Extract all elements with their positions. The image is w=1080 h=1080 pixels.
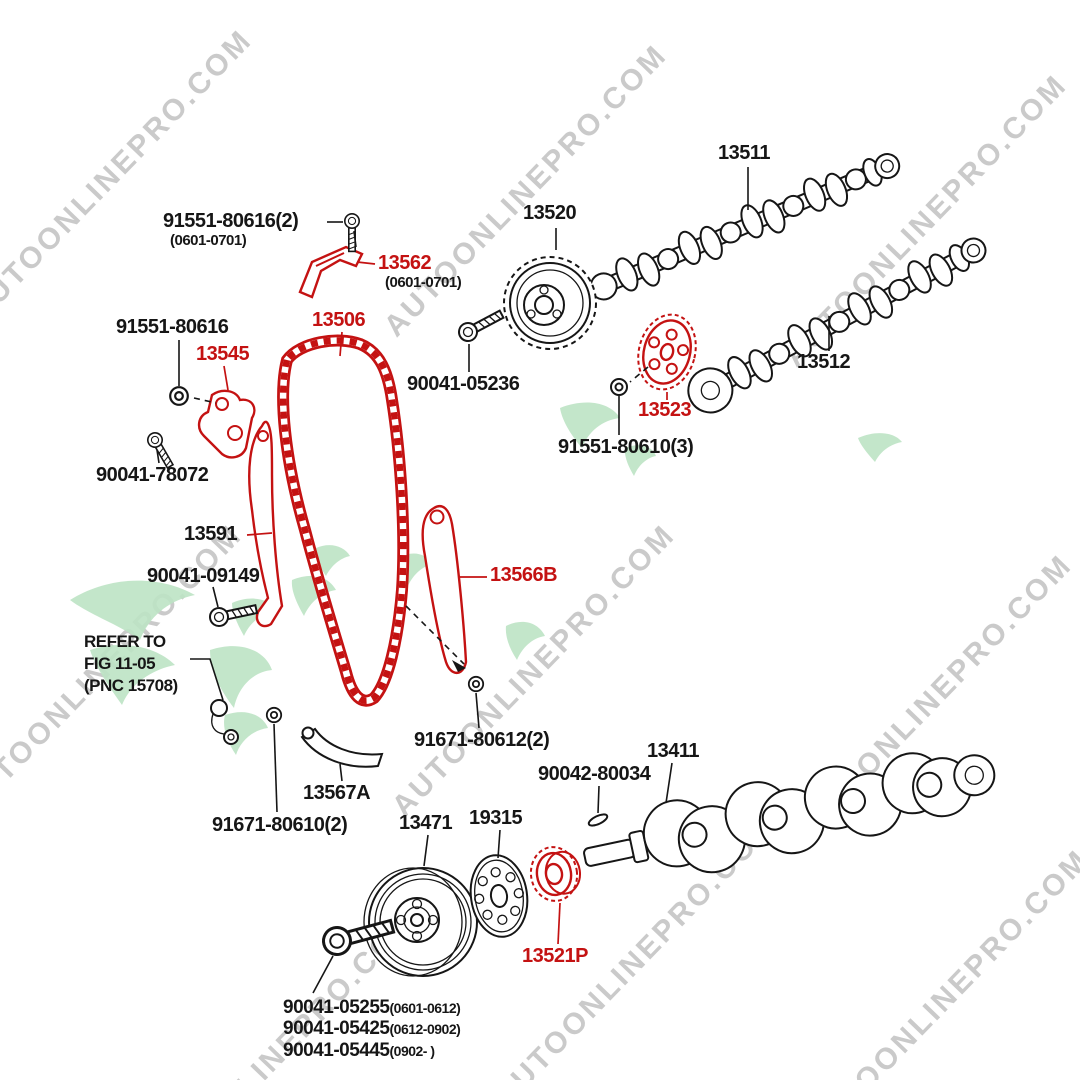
nut-91671-80612-2-drawing	[467, 675, 485, 693]
part-number: 90041-05445	[283, 1039, 390, 1061]
part-label-13523: 13523	[638, 399, 692, 422]
refer-note-line: (PNC 15708)	[84, 676, 178, 696]
part-label-90042-80034: 90042-80034	[538, 763, 651, 786]
part-number: 13591	[184, 523, 238, 545]
bolt-90041-05236-drawing	[454, 305, 507, 346]
leader-lines	[156, 167, 830, 994]
timing-chain-13506-drawing	[283, 341, 403, 701]
part-number: 13523	[638, 399, 692, 421]
part-label-13521P: 13521P	[522, 945, 588, 968]
oil-nozzle-drawing	[210, 699, 239, 745]
part-label-91551-80616: 91551-80616	[116, 316, 229, 339]
part-number: 91551-80610(3)	[558, 436, 694, 458]
part-label-91551-80610-3: 91551-80610(3)	[558, 436, 694, 459]
date-range: (0601-0701)	[170, 231, 247, 249]
part-label-13566B: 13566B	[490, 564, 558, 587]
crankshaft-key-90042-80034-drawing	[587, 813, 609, 827]
part-label-13471: 13471	[399, 812, 453, 835]
part-number: 90042-80034	[538, 763, 651, 785]
bolt-row-2: 90041-05425(0612-0902)	[283, 1018, 461, 1040]
part-number: 90041-78072	[96, 464, 209, 486]
bolt-91551-80616-drawing	[169, 386, 189, 406]
part-number: 13521P	[522, 945, 588, 967]
part-number: 13512	[797, 351, 851, 373]
part-number: 13511	[718, 142, 771, 164]
date-range: (0601-0612)	[389, 1000, 461, 1016]
date-range: (0601-0701)	[385, 273, 462, 291]
part-label-91671-80612-2: 91671-80612(2)	[414, 729, 550, 752]
part-label-91551-80616-2: 91551-80616(2) (0601-0701)	[163, 210, 299, 249]
part-label-13511: 13511	[718, 142, 771, 165]
nut-91671-80610-2-drawing	[265, 706, 283, 724]
part-number: 13545	[196, 343, 250, 365]
bracket-13562-drawing	[298, 245, 364, 299]
camshaft-intake-13511-drawing	[589, 153, 901, 301]
crankshaft-13411-drawing	[583, 752, 996, 874]
part-label-13545: 13545	[196, 343, 250, 366]
cam-sprocket-13523-drawing	[637, 313, 697, 391]
refer-note: REFER TO FIG 11-05 (PNC 15708)	[84, 631, 178, 697]
part-number: 91551-80616	[116, 316, 229, 338]
crankshaft-pulley-13471-drawing	[363, 867, 478, 977]
chain-tensioner-13545-drawing	[197, 389, 256, 459]
part-number: 13566B	[490, 564, 558, 586]
part-number: 91671-80610(2)	[212, 814, 348, 836]
crank-sprocket-13521P-drawing	[529, 846, 581, 902]
part-label-19315: 19315	[469, 807, 523, 830]
bolt-row-3: 90041-05445(0902- )	[283, 1040, 460, 1061]
part-label-13591: 13591	[184, 523, 238, 546]
part-label-13506: 13506	[312, 309, 366, 332]
chain-tensioner-slipper-13566B-drawing	[421, 504, 468, 675]
part-label-13562: 13562 (0601-0701)	[378, 252, 462, 291]
part-number: 90041-05255	[283, 997, 390, 1018]
part-number: 13520	[523, 202, 577, 224]
part-label-13411: 13411	[647, 740, 700, 763]
part-label-90041-05236: 90041-05236	[407, 373, 520, 396]
part-number: 90041-05236	[407, 373, 520, 395]
part-label-90041-09149: 90041-09149	[147, 565, 260, 588]
timing-gear-plate-19315-drawing	[469, 854, 529, 938]
nut-91551-80610-3-drawing	[610, 378, 628, 396]
bolt-row-1: 90041-05255(0601-0612)	[283, 997, 461, 1018]
part-number: 13567A	[303, 782, 371, 804]
crank-pulley-bolt-labels: 90041-05255(0601-0612) 90041-05425(0612-…	[283, 997, 461, 1061]
part-number: 13506	[312, 309, 366, 331]
part-label-13512: 13512	[797, 351, 851, 374]
part-label-91671-80610-2: 91671-80610(2)	[212, 814, 348, 837]
date-range: (0612-0902)	[389, 1021, 461, 1038]
part-label-13520: 13520	[523, 202, 577, 225]
refer-note-line: FIG 11-05	[84, 654, 156, 674]
bolt-91551-80616-2-drawing	[343, 213, 361, 253]
date-range: (0902- )	[389, 1042, 436, 1059]
part-number: 13411	[647, 740, 700, 762]
camshaft-timing-pulley-13520-drawing	[503, 256, 597, 350]
part-number: 19315	[469, 807, 523, 829]
part-label-13567A: 13567A	[303, 782, 371, 805]
part-label-90041-78072: 90041-78072	[96, 464, 209, 487]
refer-note-line: REFER TO	[84, 632, 166, 651]
camshaft-exhaust-13512-drawing	[687, 237, 987, 414]
chain-guide-13567A-drawing	[300, 726, 384, 768]
part-number: 90041-05425	[283, 1018, 390, 1040]
part-number: 13471	[399, 812, 453, 834]
part-number: 90041-09149	[147, 565, 260, 587]
part-number: 13562	[378, 252, 432, 274]
part-number: 91671-80612(2)	[414, 729, 550, 751]
part-number: 91551-80616(2)	[163, 210, 299, 232]
chain-guide-13591-drawing	[248, 420, 284, 628]
